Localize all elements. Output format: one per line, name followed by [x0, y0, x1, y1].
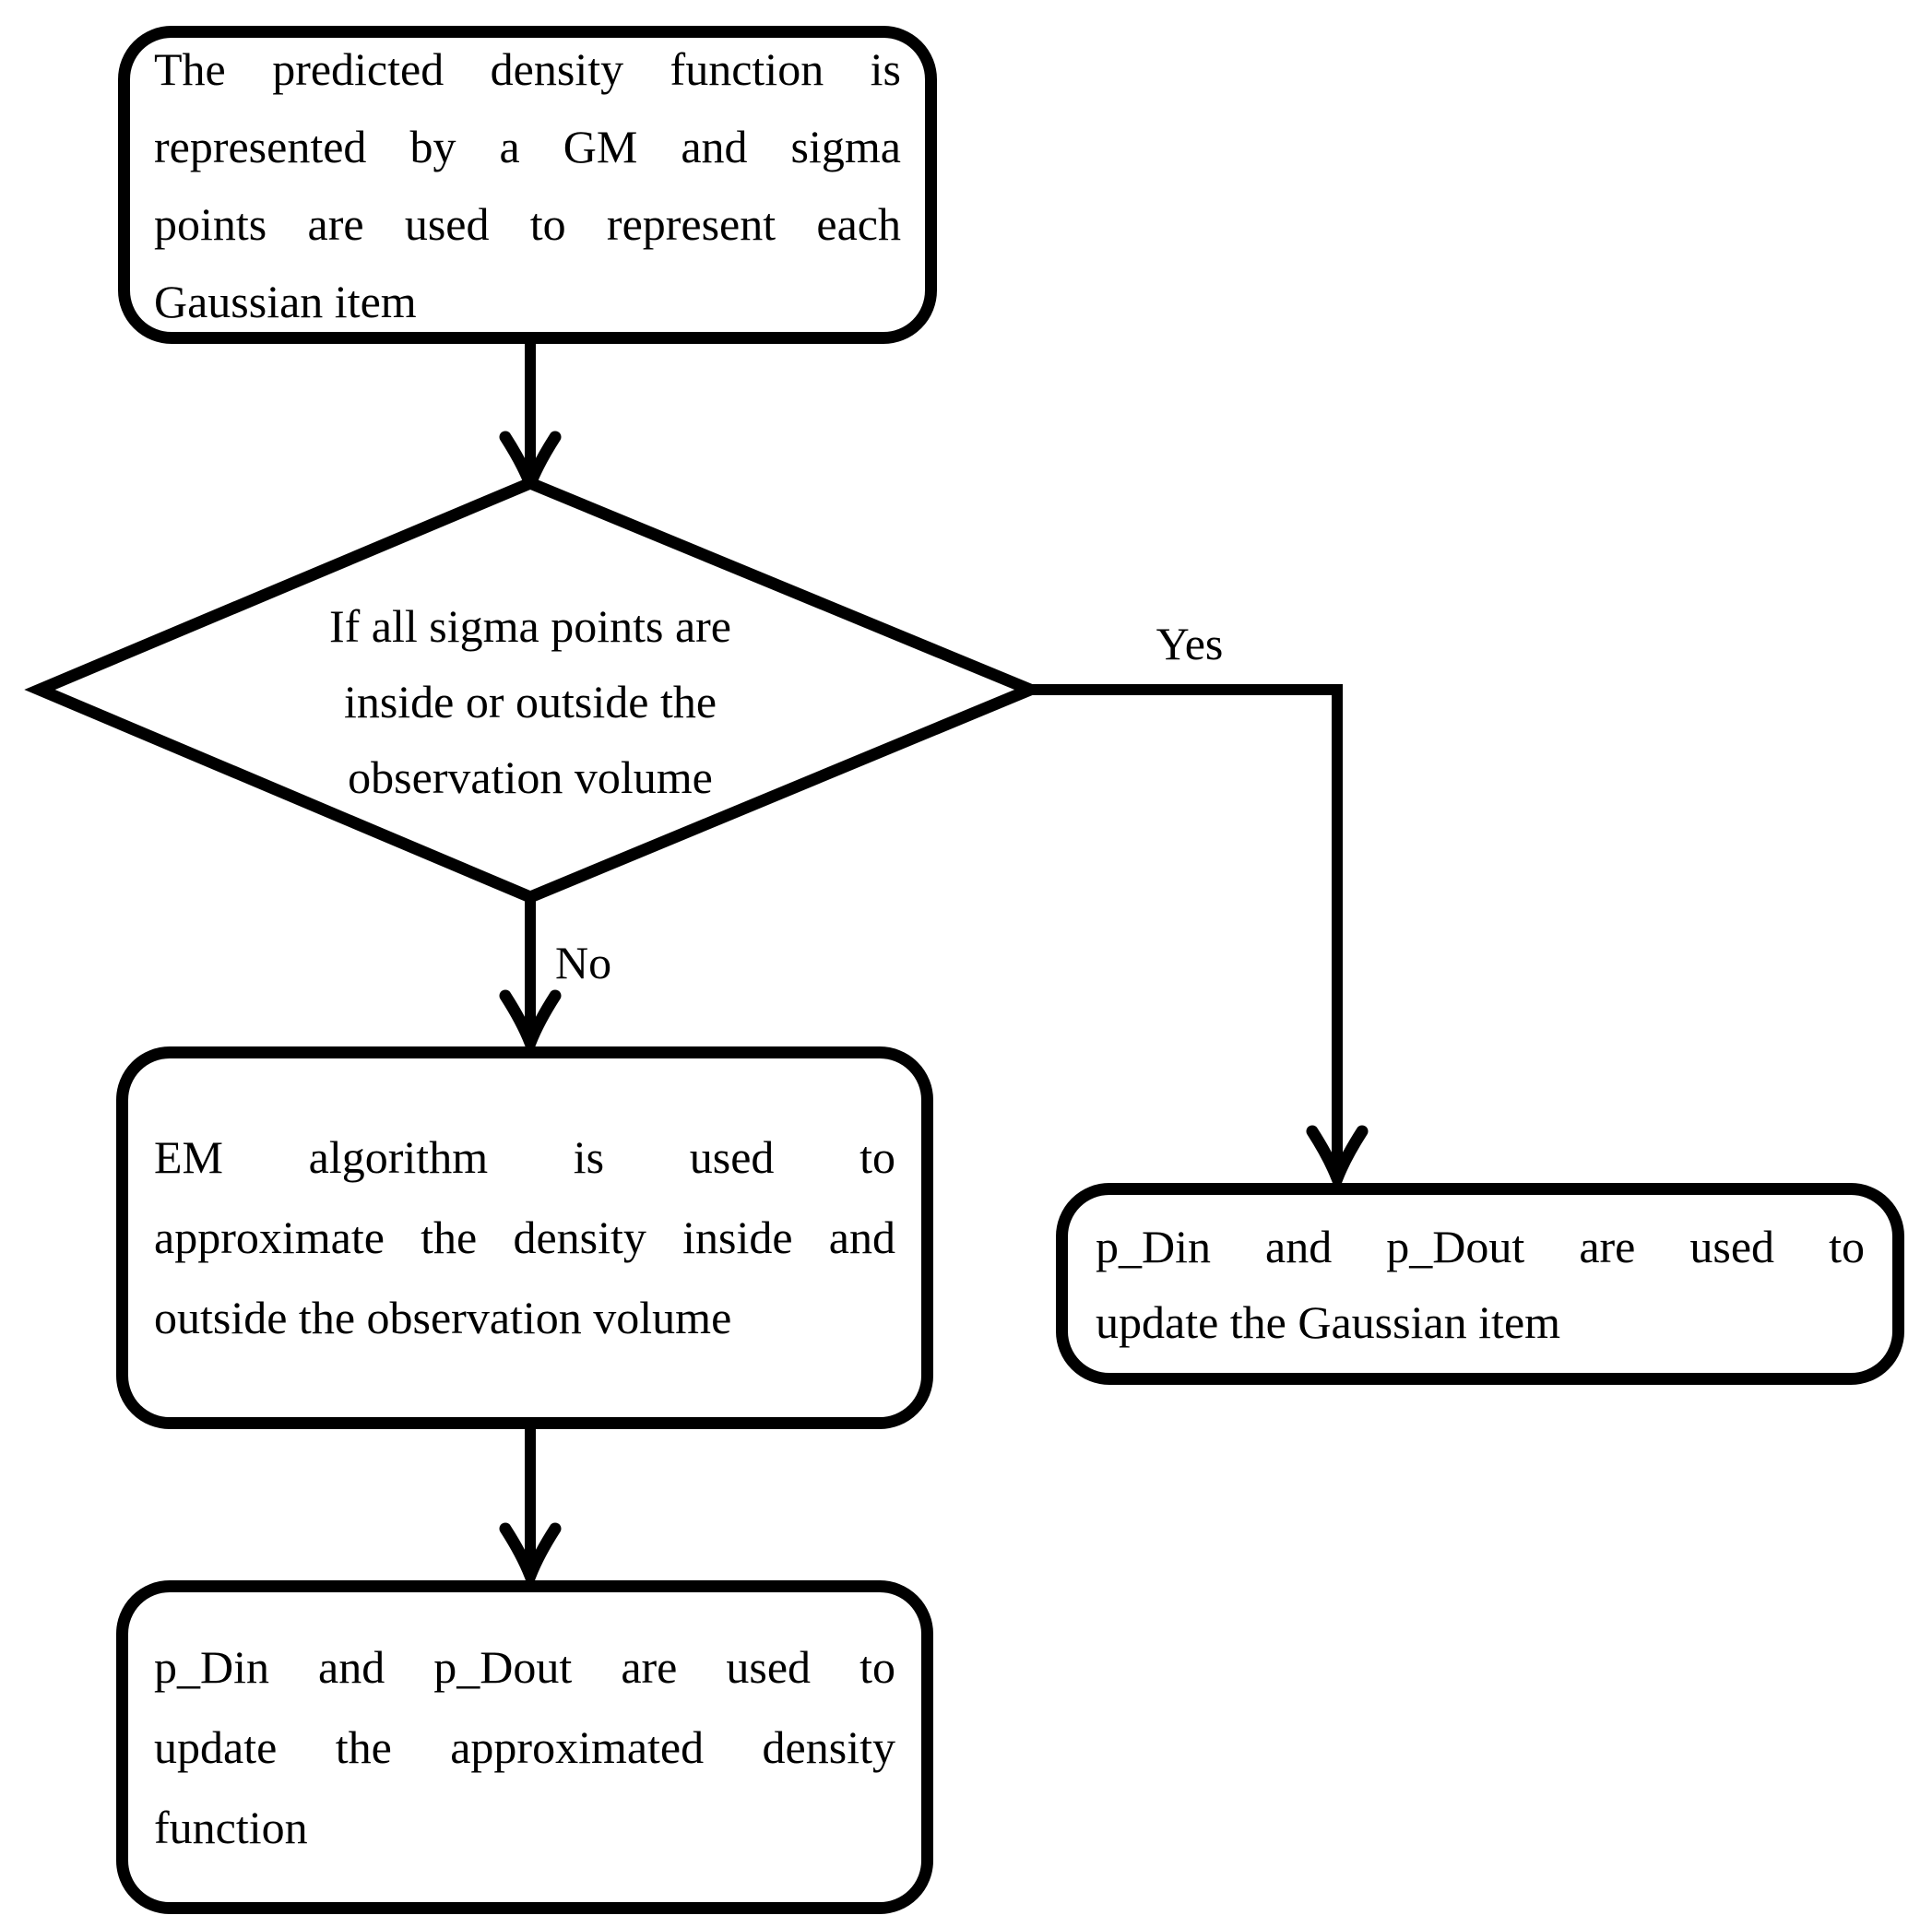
- text-line: The predicted density function is: [154, 42, 901, 95]
- text-line: update the approximated density: [154, 1720, 895, 1773]
- text-line: p_Din and p_Dout are used to: [154, 1640, 895, 1693]
- text-line: p_Din and p_Dout are used to: [1096, 1220, 1865, 1272]
- yes-branch-label: Yes: [1156, 618, 1224, 669]
- text-line: If all sigma points are: [329, 600, 731, 652]
- arrowhead-yes-branch: [1306, 1125, 1369, 1195]
- text-line: inside or outside the: [343, 676, 717, 727]
- yes-connector-line: [1030, 684, 1343, 1164]
- process-box-update-density-function: p_Din and p_Dout are used to update the …: [116, 1580, 933, 1914]
- decision-label: If all sigma points are inside or outsid…: [249, 588, 812, 815]
- arrowhead-no-branch: [499, 989, 562, 1059]
- text-line: update the Gaussian item: [1096, 1295, 1561, 1348]
- process-box-predicted-density: The predicted density function is repres…: [118, 26, 937, 344]
- no-branch-label: No: [555, 937, 612, 988]
- text-line: function: [154, 1801, 308, 1853]
- text-line: represented by a GM and sigma: [154, 120, 901, 172]
- process-box-update-gaussian-item: p_Din and p_Dout are used to update the …: [1056, 1183, 1904, 1385]
- arrowhead-em-to-result: [499, 1522, 562, 1592]
- text-line: EM algorithm is used to: [154, 1131, 895, 1183]
- text-line: observation volume: [348, 751, 713, 803]
- text-line: points are used to represent each: [154, 197, 901, 250]
- text-line: Gaussian item: [154, 275, 417, 327]
- process-box-em-algorithm: EM algorithm is used to approximate the …: [116, 1046, 933, 1429]
- text-line: outside the observation volume: [154, 1292, 732, 1343]
- text-line: approximate the density inside and: [154, 1212, 895, 1263]
